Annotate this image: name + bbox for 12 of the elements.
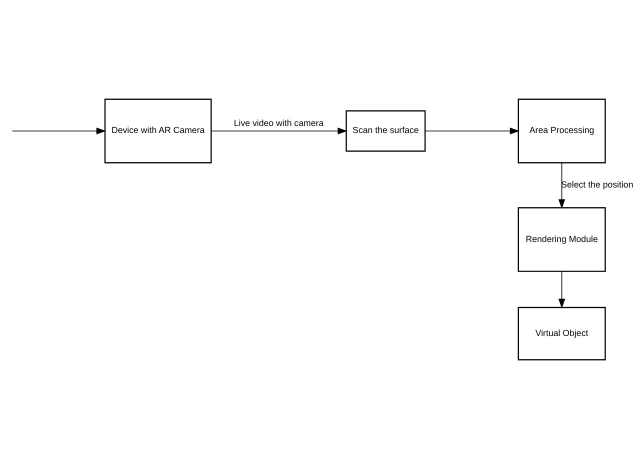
edge-label: Live video with camera (234, 118, 324, 128)
node-box: Scan the surface (346, 110, 426, 152)
arrow (211, 128, 348, 134)
node-box: Device with AR Camera (104, 98, 212, 164)
arrow (12, 128, 106, 134)
arrow (558, 271, 566, 308)
node-box: Rendering Module (518, 207, 606, 272)
node-box: Area Processing (518, 98, 606, 164)
arrow (424, 128, 520, 134)
arrow (558, 162, 566, 209)
edge-label: Select the position (561, 180, 634, 190)
node-box: Virtual Object (518, 306, 606, 360)
